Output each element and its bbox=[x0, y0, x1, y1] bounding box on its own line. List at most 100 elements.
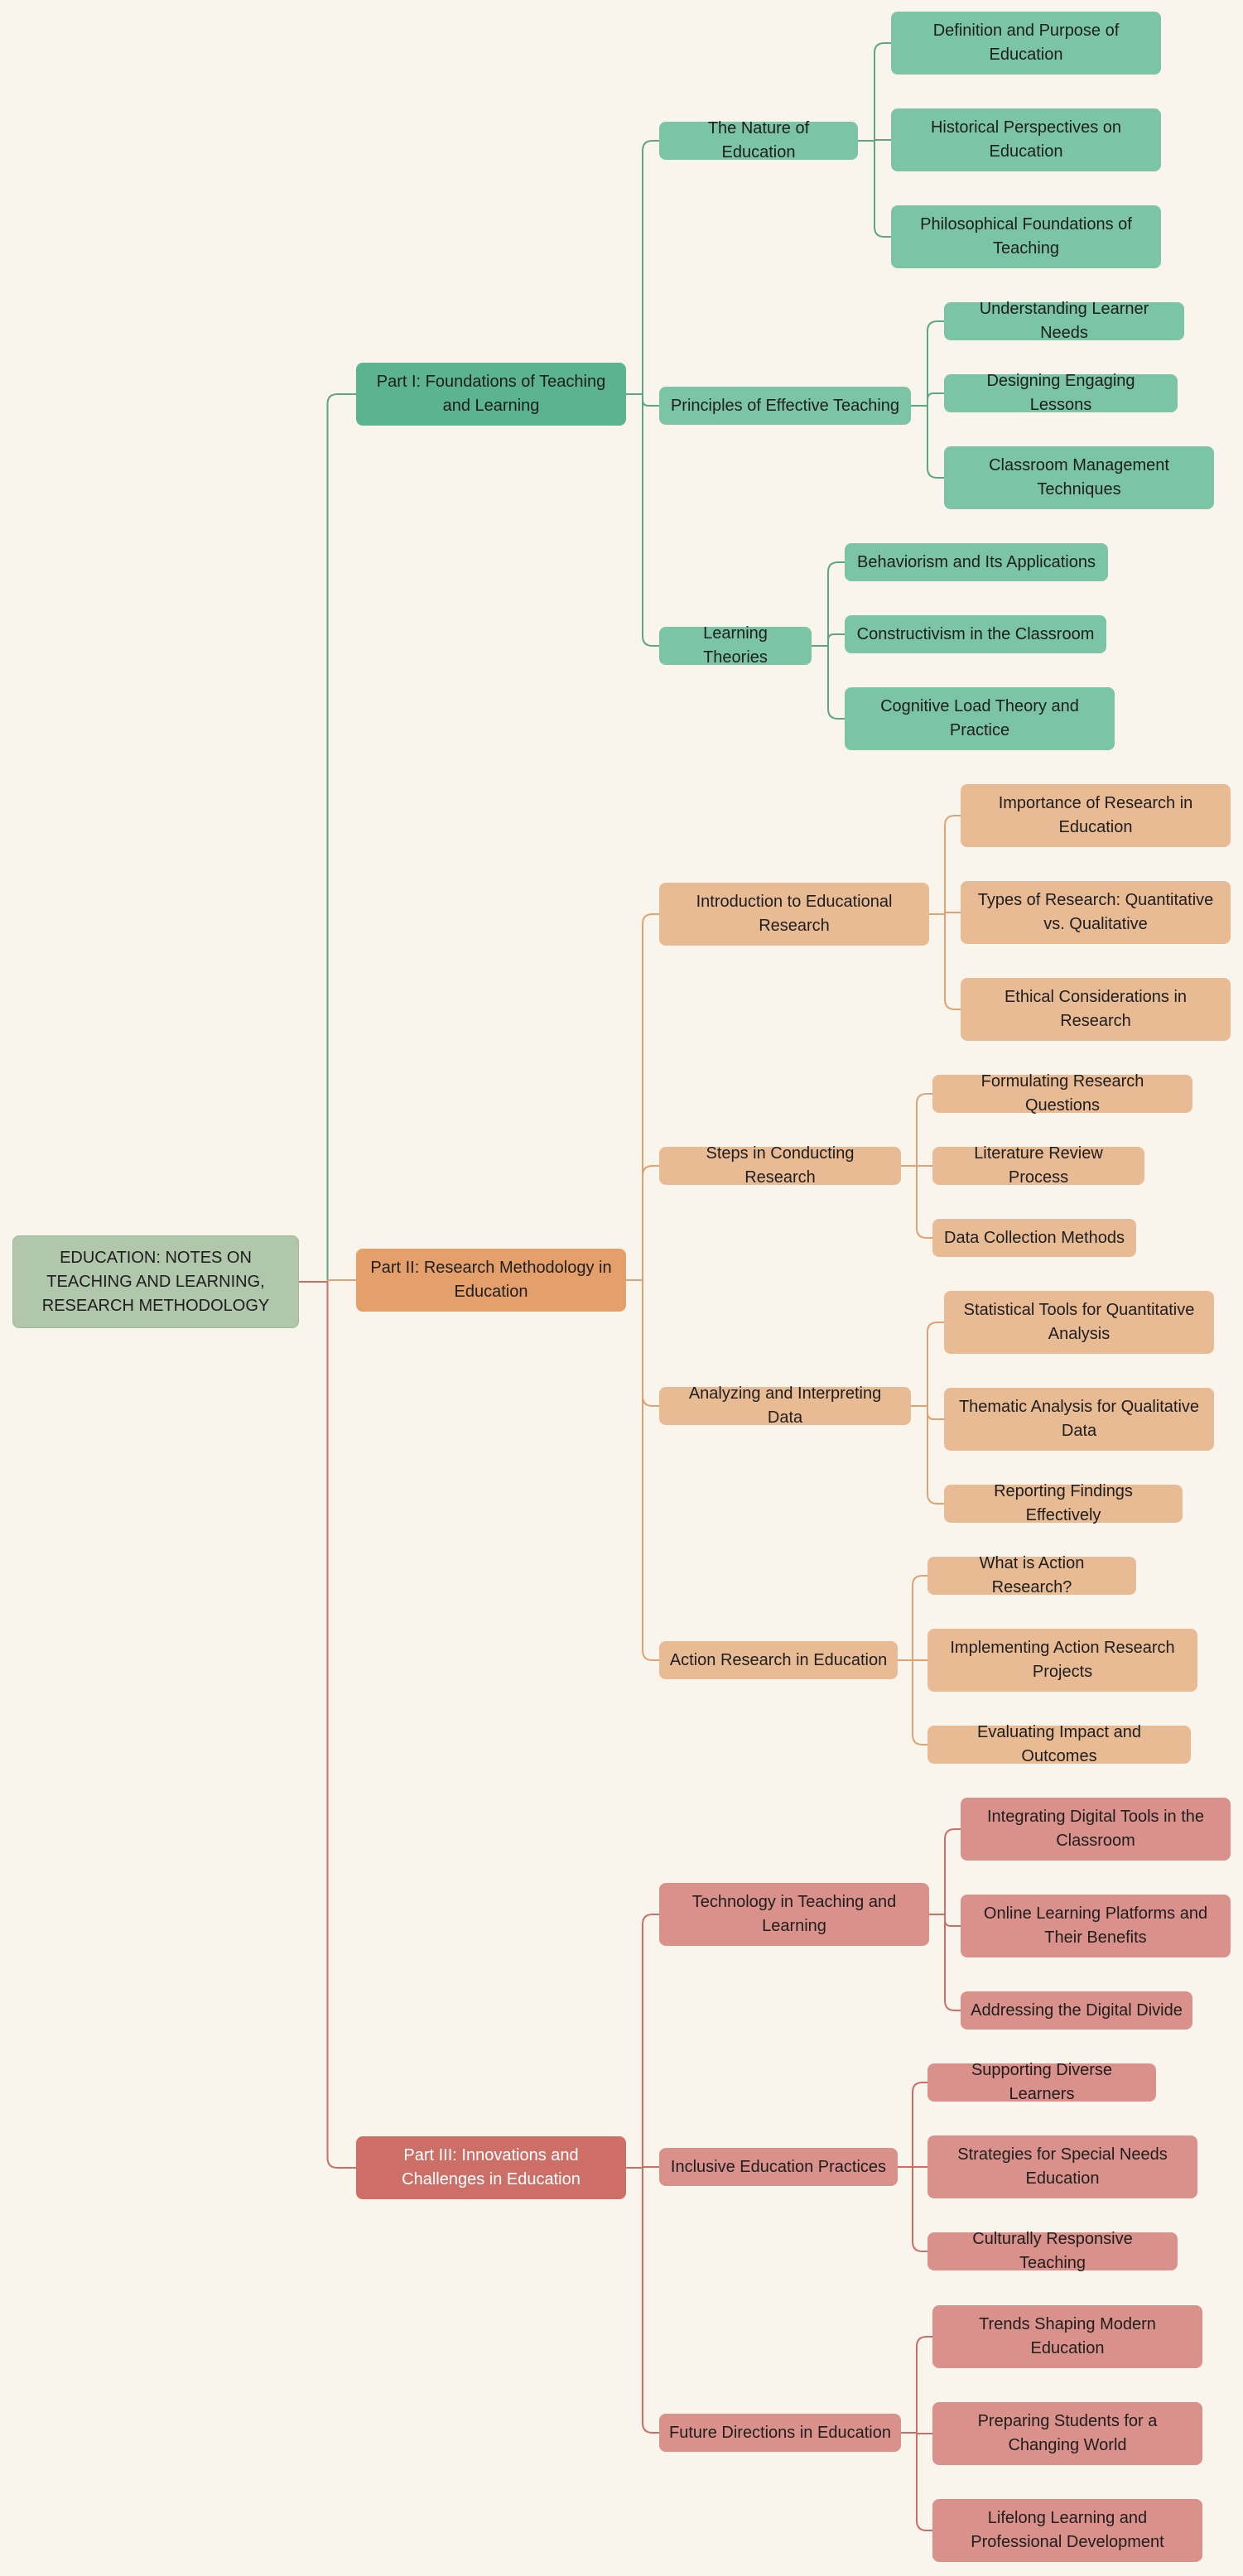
section-node-introduction-to-educational-research-label: Introduction to Educational Research bbox=[696, 893, 893, 935]
topic-node-lifelong-learning-and-professional-devel: Lifelong Learning and Professional Devel… bbox=[932, 2499, 1202, 2562]
topic-node-formulating-research-questions-label: Formulating Research Questions bbox=[980, 1072, 1144, 1115]
topic-node-definition-and-purpose-of-education: Definition and Purpose of Education bbox=[891, 12, 1161, 75]
topic-node-ethical-considerations-in-research-label: Ethical Considerations in Research bbox=[1004, 988, 1188, 1030]
topic-node-constructivism-in-the-classroom-label: Constructivism in the Classroom bbox=[856, 624, 1095, 643]
connector-section-technology-in-teaching-and-learning bbox=[626, 1914, 659, 2169]
topic-node-integrating-digital-tools-in-the-classro-label: Integrating Digital Tools in the Classro… bbox=[986, 1808, 1204, 1850]
topic-node-designing-engaging-lessons: Designing Engaging Lessons bbox=[944, 372, 1178, 414]
topic-node-literature-review-process-label: Literature Review Process bbox=[974, 1144, 1103, 1187]
topic-node-evaluating-impact-and-outcomes: Evaluating Impact and Outcomes bbox=[927, 1723, 1191, 1765]
part-node-1: Part I: Foundations of Teaching and Lear… bbox=[356, 363, 626, 426]
topic-node-thematic-analysis-for-qualitative-data: Thematic Analysis for Qualitative Data bbox=[944, 1388, 1214, 1451]
topic-node-classroom-management-techniques-label: Classroom Management Techniques bbox=[989, 456, 1169, 498]
topic-node-what-is-action-research-label: What is Action Research? bbox=[979, 1554, 1085, 1596]
root-label: EDUCATION: NOTES ON TEACHING AND LEARNIN… bbox=[41, 1248, 270, 1315]
topic-node-behaviorism-and-its-applications: Behaviorism and Its Applications bbox=[845, 543, 1108, 581]
topic-node-evaluating-impact-and-outcomes-label: Evaluating Impact and Outcomes bbox=[977, 1723, 1141, 1765]
topic-node-thematic-analysis-for-qualitative-data-label: Thematic Analysis for Qualitative Data bbox=[958, 1398, 1200, 1440]
topic-node-statistical-tools-for-quantitative-analy: Statistical Tools for Quantitative Analy… bbox=[944, 1291, 1214, 1354]
connector-root-part-3 bbox=[299, 1281, 356, 2169]
section-node-action-research-in-education: Action Research in Education bbox=[659, 1641, 898, 1679]
connector-section-the-nature-of-education bbox=[626, 140, 659, 395]
section-node-introduction-to-educational-research: Introduction to Educational Research bbox=[659, 883, 929, 946]
section-node-learning-theories: Learning Theories bbox=[659, 624, 812, 667]
section-node-the-nature-of-education-label: The Nature of Education bbox=[707, 119, 810, 161]
topic-node-implementing-action-research-projects-label: Implementing Action Research Projects bbox=[950, 1639, 1175, 1681]
topic-node-reporting-findings-effectively-label: Reporting Findings Effectively bbox=[994, 1482, 1133, 1524]
section-node-action-research-in-education-label: Action Research in Education bbox=[669, 1650, 888, 1669]
connector-topic-supporting-diverse-learners bbox=[898, 2082, 927, 2168]
connector-topic-behaviorism-and-its-applications bbox=[812, 561, 845, 647]
topic-node-types-of-research-quantitative-vs-qualit: Types of Research: Quantitative vs. Qual… bbox=[961, 881, 1231, 944]
topic-node-designing-engaging-lessons-label: Designing Engaging Lessons bbox=[986, 372, 1135, 414]
connector-topic-data-collection-methods bbox=[901, 1165, 932, 1239]
topic-node-trends-shaping-modern-education: Trends Shaping Modern Education bbox=[932, 2305, 1202, 2368]
topic-node-statistical-tools-for-quantitative-analy-label: Statistical Tools for Quantitative Analy… bbox=[963, 1301, 1195, 1343]
connector-topic-culturally-responsive-teaching bbox=[898, 2166, 927, 2252]
topic-node-culturally-responsive-teaching: Culturally Responsive Teaching bbox=[927, 2230, 1178, 2272]
part-node-1-label: Part I: Foundations of Teaching and Lear… bbox=[376, 373, 606, 415]
topic-node-behaviorism-and-its-applications-label: Behaviorism and Its Applications bbox=[857, 552, 1096, 571]
topic-node-trends-shaping-modern-education-label: Trends Shaping Modern Education bbox=[979, 2315, 1156, 2357]
connector-section-future-directions-in-education bbox=[626, 2167, 659, 2434]
connector-section-steps-in-conducting-research bbox=[626, 1165, 659, 1281]
topic-node-data-collection-methods: Data Collection Methods bbox=[932, 1219, 1136, 1257]
connector-topic-types-of-research-quantitative-vs-qualit bbox=[929, 912, 961, 915]
topic-node-addressing-the-digital-divide-label: Addressing the Digital Divide bbox=[971, 2001, 1183, 2020]
topic-node-historical-perspectives-on-education: Historical Perspectives on Education bbox=[891, 108, 1161, 171]
connector-topic-classroom-management-techniques bbox=[911, 405, 944, 479]
topic-node-online-learning-platforms-and-their-bene-label: Online Learning Platforms and Their Bene… bbox=[983, 1904, 1208, 1947]
topic-node-online-learning-platforms-and-their-bene: Online Learning Platforms and Their Bene… bbox=[961, 1895, 1231, 1957]
connector-root-part-2 bbox=[299, 1279, 356, 1283]
topic-node-culturally-responsive-teaching-label: Culturally Responsive Teaching bbox=[972, 2230, 1133, 2272]
connector-topic-constructivism-in-the-classroom bbox=[812, 633, 845, 647]
topic-node-preparing-students-for-a-changing-world-label: Preparing Students for a Changing World bbox=[977, 2412, 1158, 2454]
section-node-analyzing-and-interpreting-data: Analyzing and Interpreting Data bbox=[659, 1384, 911, 1427]
section-node-future-directions-in-education: Future Directions in Education bbox=[659, 2414, 901, 2452]
topic-node-formulating-research-questions: Formulating Research Questions bbox=[932, 1072, 1192, 1115]
topic-node-types-of-research-quantitative-vs-qualit-label: Types of Research: Quantitative vs. Qual… bbox=[977, 891, 1214, 933]
section-node-the-nature-of-education: The Nature of Education bbox=[659, 119, 858, 161]
connector-section-action-research-in-education bbox=[626, 1279, 659, 1661]
part-node-3: Part III: Innovations and Challenges in … bbox=[356, 2136, 626, 2199]
part-node-3-label: Part III: Innovations and Challenges in … bbox=[402, 2146, 581, 2188]
connector-section-learning-theories bbox=[626, 393, 659, 647]
topic-node-supporting-diverse-learners: Supporting Diverse Learners bbox=[927, 2061, 1156, 2103]
section-node-technology-in-teaching-and-learning: Technology in Teaching and Learning bbox=[659, 1883, 929, 1946]
connector-topic-evaluating-impact-and-outcomes bbox=[898, 1659, 927, 1745]
connector-topic-trends-shaping-modern-education bbox=[901, 2336, 932, 2434]
topic-node-classroom-management-techniques: Classroom Management Techniques bbox=[944, 446, 1214, 509]
topic-node-philosophical-foundations-of-teaching-label: Philosophical Foundations of Teaching bbox=[920, 215, 1132, 258]
topic-node-strategies-for-special-needs-education: Strategies for Special Needs Education bbox=[927, 2135, 1197, 2198]
topic-node-constructivism-in-the-classroom: Constructivism in the Classroom bbox=[845, 615, 1106, 653]
topic-node-what-is-action-research: What is Action Research? bbox=[927, 1554, 1136, 1596]
connector-topic-reporting-findings-effectively bbox=[911, 1405, 944, 1505]
topic-node-lifelong-learning-and-professional-devel-label: Lifelong Learning and Professional Devel… bbox=[971, 2509, 1164, 2551]
topic-node-strategies-for-special-needs-education-label: Strategies for Special Needs Education bbox=[957, 2145, 1168, 2188]
topic-node-cognitive-load-theory-and-practice-label: Cognitive Load Theory and Practice bbox=[880, 697, 1079, 739]
section-node-future-directions-in-education-label: Future Directions in Education bbox=[669, 2423, 891, 2442]
topic-node-definition-and-purpose-of-education-label: Definition and Purpose of Education bbox=[932, 22, 1120, 64]
part-node-2: Part II: Research Methodology in Educati… bbox=[356, 1249, 626, 1312]
section-node-learning-theories-label: Learning Theories bbox=[703, 624, 768, 667]
root-node: EDUCATION: NOTES ON TEACHING AND LEARNIN… bbox=[12, 1235, 299, 1328]
section-node-steps-in-conducting-research: Steps in Conducting Research bbox=[659, 1144, 901, 1187]
section-node-principles-of-effective-teaching-label: Principles of Effective Teaching bbox=[670, 396, 900, 415]
connector-section-introduction-to-educational-research bbox=[626, 913, 659, 1281]
section-node-steps-in-conducting-research-label: Steps in Conducting Research bbox=[706, 1144, 855, 1187]
connector-topic-addressing-the-digital-divide bbox=[929, 1914, 961, 2011]
topic-node-importance-of-research-in-education: Importance of Research in Education bbox=[961, 784, 1231, 847]
section-node-inclusive-education-practices-label: Inclusive Education Practices bbox=[670, 2157, 887, 2176]
topic-node-understanding-learner-needs-label: Understanding Learner Needs bbox=[979, 300, 1149, 342]
connector-topic-philosophical-foundations-of-teaching bbox=[858, 140, 891, 238]
topic-node-philosophical-foundations-of-teaching: Philosophical Foundations of Teaching bbox=[891, 205, 1161, 268]
part-node-2-label: Part II: Research Methodology in Educati… bbox=[370, 1259, 612, 1301]
topic-node-implementing-action-research-projects: Implementing Action Research Projects bbox=[927, 1629, 1197, 1692]
connector-topic-definition-and-purpose-of-education bbox=[858, 42, 891, 142]
topic-node-importance-of-research-in-education-label: Importance of Research in Education bbox=[998, 794, 1193, 836]
connector-topic-lifelong-learning-and-professional-devel bbox=[901, 2432, 932, 2531]
topic-node-data-collection-methods-label: Data Collection Methods bbox=[944, 1228, 1125, 1247]
connector-topic-importance-of-research-in-education bbox=[929, 815, 961, 915]
